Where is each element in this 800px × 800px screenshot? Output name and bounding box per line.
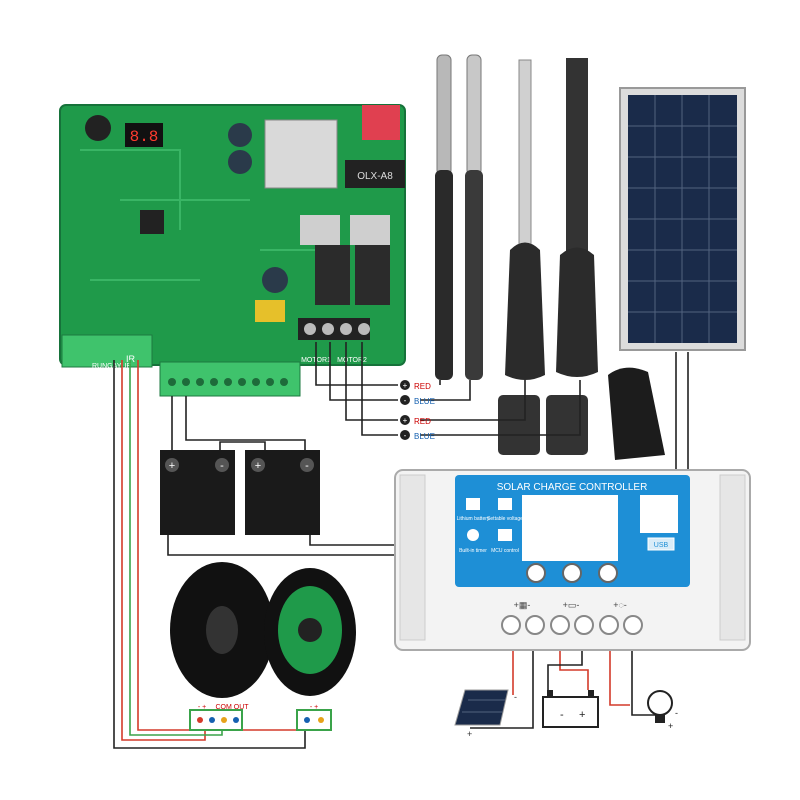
down-button[interactable] (598, 563, 618, 583)
chip (140, 210, 164, 234)
menu-button[interactable] (526, 563, 546, 583)
relay-text: OLX-A8 (357, 171, 393, 182)
bulb-terminal-icon: +◌- (613, 600, 627, 610)
info-label: Lithium battery (457, 516, 490, 522)
wire-tag-blue: - (400, 395, 410, 405)
ir-receiver (170, 562, 274, 698)
buzzer (85, 115, 111, 141)
info-label: Built-in timer (459, 548, 487, 554)
battery-left: + - (160, 450, 235, 535)
svg-text:+: + (403, 416, 408, 425)
receiver-unit (608, 367, 665, 460)
svg-text:-: - (560, 709, 564, 721)
info-label: MCU control (491, 548, 519, 554)
transformer-relay (345, 160, 405, 188)
heatsink (300, 215, 340, 245)
lcd-screen (522, 495, 618, 561)
mini-solar-panel: + - (454, 689, 517, 739)
motor2-label: MOTOR2 (337, 357, 367, 364)
actuator-set-a (435, 54, 483, 380)
usb-label: USB (654, 542, 669, 549)
wire-tag-red: + (400, 380, 410, 390)
segment-display (125, 123, 163, 147)
actuator-set-b (505, 58, 598, 380)
solar-panel (619, 87, 746, 351)
sensor-terminal-left (189, 709, 243, 731)
svg-text:+: + (579, 709, 585, 721)
relay (315, 245, 350, 305)
ac-connector (362, 105, 400, 140)
wire-label-blue: BLUE (414, 397, 435, 406)
svg-text:-: - (220, 460, 224, 472)
mount-bracket (498, 395, 540, 455)
ir-label: IR (126, 354, 136, 364)
wires (113, 342, 689, 749)
svg-text:-: - (404, 431, 407, 440)
battery-terminal-icon: +▭- (563, 600, 580, 610)
relay (355, 245, 390, 305)
wire-label-red: RED (414, 382, 431, 391)
lamp-icon: - + (647, 690, 678, 731)
ir-transmitter (264, 568, 356, 696)
clock-icon (467, 529, 479, 541)
brand-mark: RUNGAYUE (92, 363, 131, 370)
capacitor (262, 267, 288, 293)
panel-icon: +▦- (514, 600, 531, 610)
receiver-signs: - + (198, 704, 206, 711)
status-window (640, 495, 678, 533)
heatsink (350, 215, 390, 245)
wire-label-red-2: RED (414, 417, 431, 426)
svg-text:-: - (675, 708, 678, 718)
capacitor (228, 123, 252, 147)
svg-text:+: + (467, 729, 472, 739)
wire-label-blue-2: BLUE (414, 432, 435, 441)
segment-display-digits: 8.8 (130, 128, 159, 146)
sensor-terminal-label: COM OUT (215, 704, 249, 711)
battery-icon (466, 498, 480, 510)
info-label: Settable voltage (487, 516, 523, 522)
transmitter-signs: - + (310, 704, 318, 711)
mount-bracket (546, 395, 588, 455)
solar-charge-controller: SOLAR CHARGE CONTROLLER USB Lithium batt… (394, 469, 751, 651)
control-board: 8.8 OLX-A8 MOTOR1 MOTOR2 RUNGAYUE IR (59, 104, 406, 397)
battery-symbol: - + (542, 690, 599, 728)
svg-text:-: - (404, 396, 407, 405)
fuse (255, 300, 285, 322)
wire-tag-red: + (400, 415, 410, 425)
chip-icon (498, 529, 512, 541)
battery-right: + - (245, 450, 320, 535)
controller-title: SOLAR CHARGE CONTROLLER (497, 482, 648, 493)
up-button[interactable] (562, 563, 582, 583)
svg-text:+: + (668, 721, 673, 731)
wire-tag-blue: - (400, 430, 410, 440)
svg-text:+: + (169, 460, 175, 472)
sensor-terminal-right (296, 709, 332, 731)
terminal-strip-left (61, 334, 153, 368)
rectifier-heatsink (264, 119, 338, 189)
svg-text:-: - (514, 692, 517, 702)
svg-text:-: - (305, 460, 309, 472)
gear-icon (498, 498, 512, 510)
svg-text:+: + (403, 381, 408, 390)
svg-text:+: + (255, 460, 261, 472)
capacitor (228, 150, 252, 174)
